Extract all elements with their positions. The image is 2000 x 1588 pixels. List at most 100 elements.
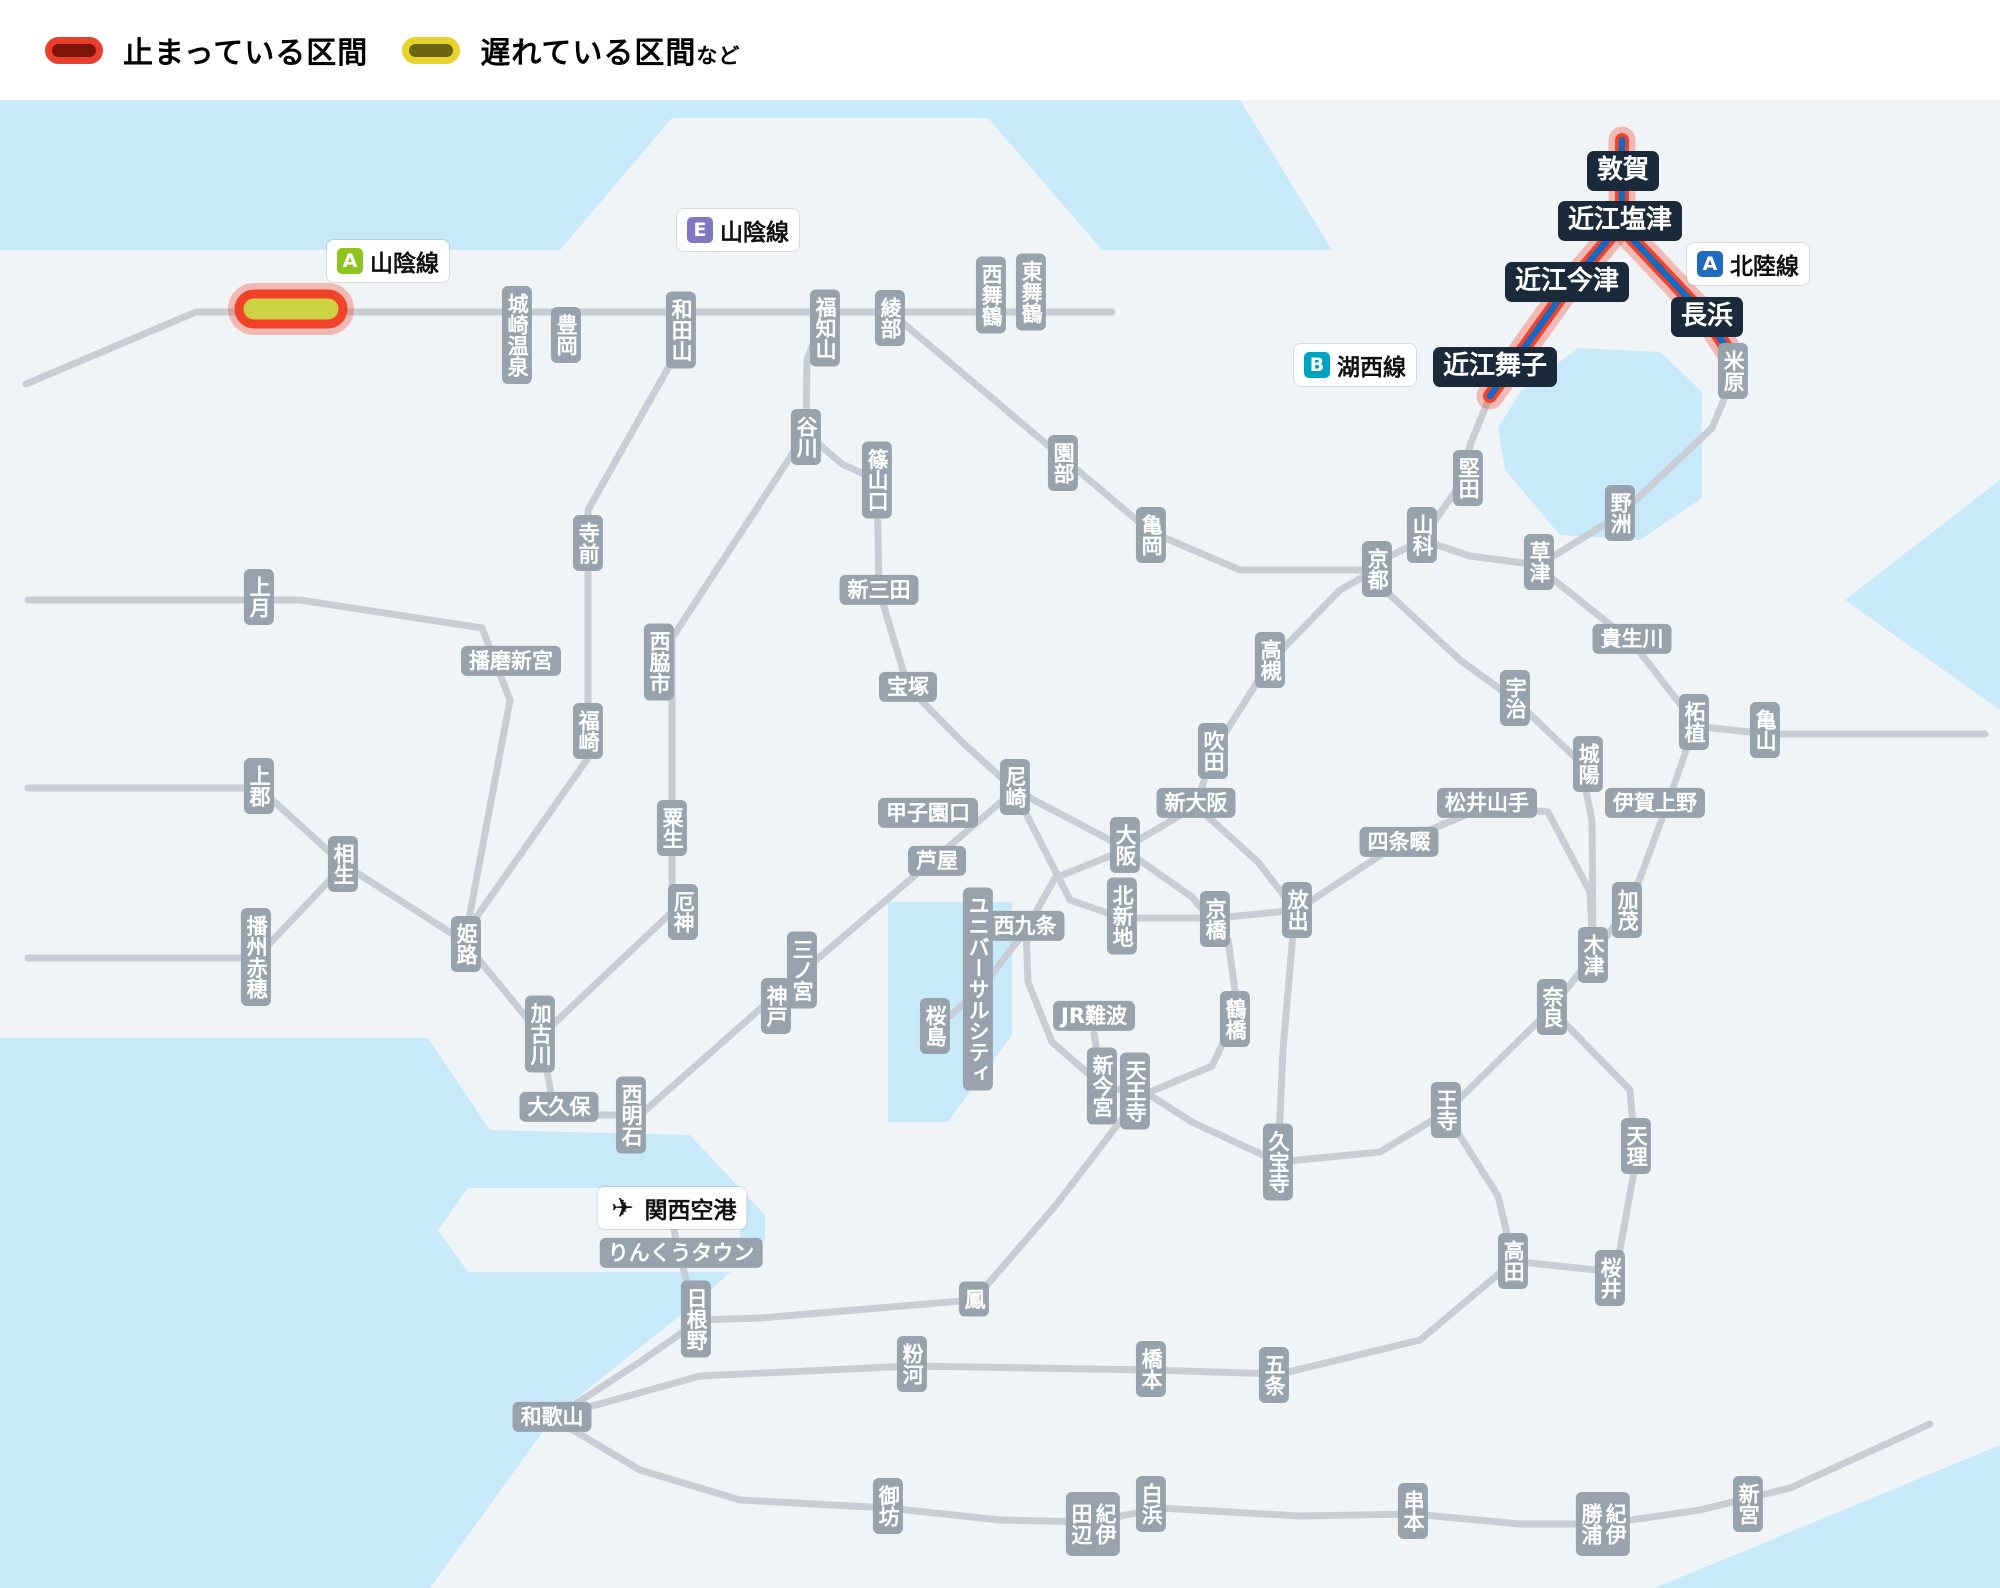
rail-line (1011, 788, 1219, 922)
station-badge: 北新地 (1106, 877, 1138, 955)
station-badge: 厄神 (667, 884, 699, 940)
station-badge: 上月 (243, 569, 275, 625)
station-badge: 串本 (1397, 1483, 1429, 1539)
station-badge: 新宮 (1732, 1476, 1764, 1532)
station-badge: 白浜 (1135, 1476, 1167, 1532)
rail-line (541, 429, 810, 1036)
water-shape (1498, 348, 1702, 540)
rail-line (1370, 576, 1597, 956)
station-badge: 大久保 (519, 1091, 599, 1123)
rail-line (22, 308, 1116, 388)
station-badge: 五条 (1258, 1347, 1290, 1403)
station-badge: 草津 (1523, 534, 1555, 590)
line-badge-label: 関西空港 (644, 1198, 737, 1224)
station-badge: 橋本 (1135, 1341, 1167, 1397)
station-badge: 新今宮 (1086, 1047, 1118, 1125)
station-badge: 城陽 (1572, 736, 1604, 792)
rail-line (24, 596, 514, 939)
station-badge: 京都 (1361, 541, 1393, 597)
station-badge: 粉河 (896, 1336, 928, 1392)
station-badge: 西舞鶴 (975, 256, 1007, 334)
line-badge-label: 山陰線 (370, 251, 439, 277)
line-badge-label: 北陸線 (1730, 254, 1799, 280)
station-badge: 近江舞子 (1432, 347, 1558, 387)
line-badge-label: 山陰線 (720, 220, 789, 246)
rail-line (24, 784, 466, 944)
station-badge: 敦賀 (1586, 151, 1660, 191)
station-badge: 伊賀上野 (1605, 787, 1705, 819)
station-badge: 放出 (1281, 882, 1313, 938)
station-badge: 寺前 (572, 515, 604, 571)
airplane-icon: ✈ (611, 1192, 634, 1224)
station-badge: 近江塩津 (1557, 201, 1683, 241)
line-badge: A 北陸線 (1687, 243, 1809, 285)
station-badge: 東舞鶴 (1015, 253, 1047, 331)
station-badge: 和歌山 (512, 1401, 592, 1433)
route-symbol-a-icon: A (1697, 251, 1723, 277)
station-badge: 新大阪 (1156, 787, 1236, 819)
route-symbol-a-icon: A (337, 248, 363, 274)
station-badge: 綾部 (874, 290, 906, 346)
rail-line (462, 341, 685, 936)
station-badge: 豊岡 (550, 307, 582, 363)
station-badge: 福崎 (572, 703, 604, 759)
stopped-section-marker (45, 36, 103, 64)
station-badge: 甲子園口 (878, 797, 978, 829)
delayed-section-marker (234, 289, 348, 329)
route-symbol-e-icon: E (687, 217, 713, 243)
station-badge: 亀岡 (1135, 507, 1167, 563)
station-badge: 天王寺 (1119, 1052, 1151, 1130)
station-badge: 西九条 (985, 910, 1065, 942)
station-badge: 高田 (1497, 1233, 1529, 1289)
station-badge: 上郡 (243, 758, 275, 814)
station-badge: 播州赤穂 (240, 908, 272, 1006)
delayed-section-label-suffix: など (696, 44, 741, 68)
station-badge: 堅田 (1452, 450, 1484, 506)
station-badge: 亀山 (1749, 702, 1781, 758)
line-badge: ✈ 関西空港 (597, 1187, 747, 1229)
station-badge: 四条畷 (1359, 826, 1439, 858)
station-badge: 篠山口 (861, 441, 893, 519)
rail-line (552, 1416, 1934, 1528)
station-badge: 西脇市 (643, 623, 675, 701)
station-badge: 大阪 (1109, 817, 1141, 873)
delayed-section-marker (402, 36, 461, 64)
station-badge: 貴生川 (1592, 623, 1672, 655)
station-badge: 天理 (1620, 1118, 1652, 1174)
station-badge: 久宝寺 (1262, 1123, 1294, 1201)
station-badge: JR難波 (1053, 1000, 1135, 1032)
station-badge: 城崎温泉 (501, 286, 533, 384)
station-badge: 木津 (1577, 927, 1609, 983)
legend: 止まっている区間 遅れている区間など (0, 0, 2000, 100)
station-badge: 米原 (1717, 343, 1749, 399)
station-badge: 桜島 (919, 998, 951, 1054)
station-badge: 桜井 (1594, 1250, 1626, 1306)
line-badge: E 山陰線 (677, 209, 799, 251)
station-badge: 加古川 (524, 995, 556, 1073)
station-badge: 三ノ宮 (786, 931, 818, 1009)
station-badge: 播磨新宮 (461, 645, 561, 677)
route-symbol-b-icon: B (1304, 352, 1330, 378)
line-badge: A 山陰線 (327, 240, 449, 282)
station-badge: 谷川 (790, 409, 822, 465)
station-badge: 新三田 (839, 574, 919, 606)
station-badge: 山科 (1406, 507, 1438, 563)
station-badge: 神戸 (760, 978, 792, 1034)
station-badge: 柘植 (1678, 694, 1710, 750)
station-badge: 近江今津 (1504, 262, 1630, 302)
station-badge: 野洲 (1604, 485, 1636, 541)
station-badge: ユニバーサルシティ (962, 887, 994, 1091)
water-shape (1845, 480, 2000, 710)
station-badge: 高槻 (1254, 632, 1286, 688)
station-badge: 姫路 (450, 916, 482, 972)
station-badge: 鶴橋 (1219, 991, 1251, 1047)
station-badge: 西明石 (615, 1076, 647, 1154)
station-badge: 和田山 (665, 291, 697, 369)
station-badge: りんくうタウン (599, 1237, 763, 1269)
station-badge: 吹田 (1197, 723, 1229, 779)
station-badge: 松井山手 (1437, 787, 1537, 819)
